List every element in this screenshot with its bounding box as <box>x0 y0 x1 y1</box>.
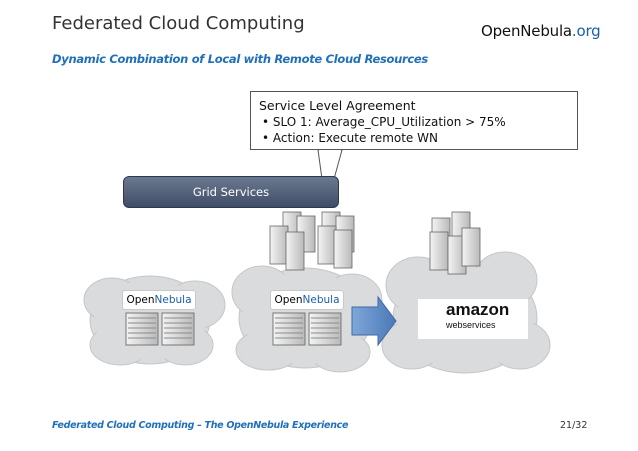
sla-action-line: • Action: Execute remote WN <box>262 131 438 145</box>
rack-server-icon <box>125 312 195 346</box>
logo-nebula: Nebula <box>154 294 192 306</box>
logo-nebula: Nebula <box>302 294 340 306</box>
opennebula-org-logo: OpenNebula.org <box>481 22 601 40</box>
page-number: 21/32 <box>560 420 588 431</box>
logo-open: Open <box>126 294 155 306</box>
brand-name: OpenNebula <box>481 22 572 40</box>
rack-server-icon <box>272 312 342 346</box>
amazon-web-services-logo: amazon webservices <box>418 299 528 339</box>
arrow-icon <box>351 295 397 347</box>
opennebula-logo: OpenNebula <box>270 290 344 310</box>
footer-text: Federated Cloud Computing – The OpenNebu… <box>52 420 349 431</box>
worker-node-servers-icon <box>269 211 355 271</box>
sla-callout: Service Level Agreement • SLO 1: Average… <box>250 91 578 150</box>
sla-slo-line: • SLO 1: Average_CPU_Utilization > 75% <box>262 115 506 129</box>
amazon-wordmark: amazon <box>446 300 510 319</box>
logo-open: Open <box>274 294 303 306</box>
remote-worker-node-servers-icon <box>429 211 481 275</box>
slide-subtitle: Dynamic Combination of Local with Remote… <box>52 52 428 66</box>
grid-services-bar: Grid Services <box>123 176 339 208</box>
brand-suffix: .org <box>571 22 601 40</box>
slide-title: Federated Cloud Computing <box>52 13 305 34</box>
webservices-wordmark: webservices <box>446 320 496 330</box>
opennebula-logo: OpenNebula <box>122 290 196 310</box>
sla-heading: Service Level Agreement <box>259 98 416 113</box>
